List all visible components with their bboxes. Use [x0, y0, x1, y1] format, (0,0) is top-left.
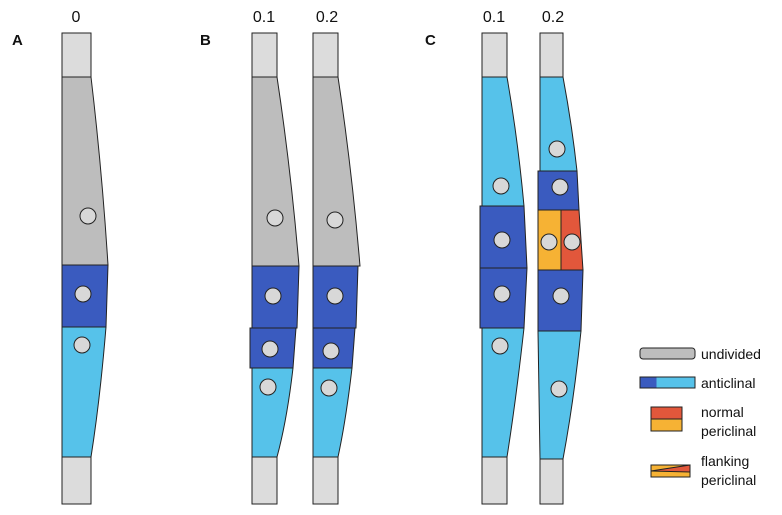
legend-item-undivided: undivided: [639, 346, 761, 362]
nucleus: [326, 211, 344, 229]
end-cap-bottom: [539, 458, 564, 505]
cell-file-b-1: [312, 32, 361, 505]
cell-file-a-0: [61, 32, 109, 505]
nucleus: [326, 287, 344, 305]
legend-swatch-undivided: [639, 347, 696, 360]
end-cap-bottom: [481, 456, 508, 505]
nucleus: [563, 233, 581, 251]
nucleus: [548, 140, 566, 158]
nucleus: [551, 178, 569, 196]
legend: undivided anticlinal normal periclinal f…: [639, 346, 761, 488]
legend-item-flanking-periclinal: flanking periclinal: [650, 453, 756, 488]
nucleus: [264, 287, 282, 305]
end-cap-top: [539, 32, 564, 78]
end-cap-bottom: [251, 456, 278, 505]
column-label-b-0: 0.1: [253, 9, 275, 26]
cell-file-c-1: [537, 32, 584, 505]
legend-label-undivided: undivided: [701, 346, 761, 362]
legend-swatch-anticlinal-dark: [640, 377, 657, 388]
legend-item-anticlinal: anticlinal: [639, 375, 755, 391]
nucleus: [320, 379, 338, 397]
nucleus: [493, 285, 511, 303]
end-cap-top: [251, 32, 278, 78]
column-label-c-0: 0.1: [483, 9, 505, 26]
cell-file-c-0: [479, 32, 528, 505]
legend-item-normal-periclinal: normal periclinal: [650, 404, 756, 439]
legend-swatch-anticlinal: [639, 376, 696, 389]
legend-label-periclinal: periclinal: [701, 423, 756, 439]
nucleus: [493, 231, 511, 249]
nucleus: [550, 380, 568, 398]
undivided-region: [312, 76, 361, 267]
undivided-region: [251, 76, 300, 267]
nucleus: [259, 378, 277, 396]
end-cap-bottom: [312, 456, 339, 505]
legend-label-normal: normal: [701, 404, 744, 420]
nucleus: [540, 233, 558, 251]
legend-swatch-normal-periclinal-red: [650, 406, 683, 420]
nucleus: [491, 337, 509, 355]
column-label-c-1: 0.2: [542, 9, 564, 26]
nucleus: [322, 342, 340, 360]
legend-swatch-flanking-periclinal-red: [650, 464, 691, 473]
nucleus: [74, 285, 92, 303]
nucleus: [73, 336, 91, 354]
legend-label-flanking: flanking: [701, 453, 749, 469]
legend-swatch-normal-periclinal-orange: [650, 418, 683, 432]
end-cap-top: [481, 32, 508, 78]
panel-label-b: B: [200, 32, 211, 49]
column-label-a-0: 0: [72, 9, 81, 26]
legend-label-periclinal-2: periclinal: [701, 472, 756, 488]
nucleus: [552, 287, 570, 305]
end-cap-top: [61, 32, 92, 78]
column-label-b-1: 0.2: [316, 9, 338, 26]
nucleus: [79, 207, 97, 225]
nucleus: [492, 177, 510, 195]
cell-file-b-0: [249, 32, 300, 505]
legend-label-anticlinal: anticlinal: [701, 375, 755, 391]
panel-label-a: A: [12, 32, 23, 49]
end-cap-top: [312, 32, 339, 78]
nucleus: [261, 340, 279, 358]
nucleus: [266, 209, 284, 227]
end-cap-bottom: [61, 456, 92, 505]
undivided-region: [61, 76, 109, 266]
panel-label-c: C: [425, 32, 436, 49]
